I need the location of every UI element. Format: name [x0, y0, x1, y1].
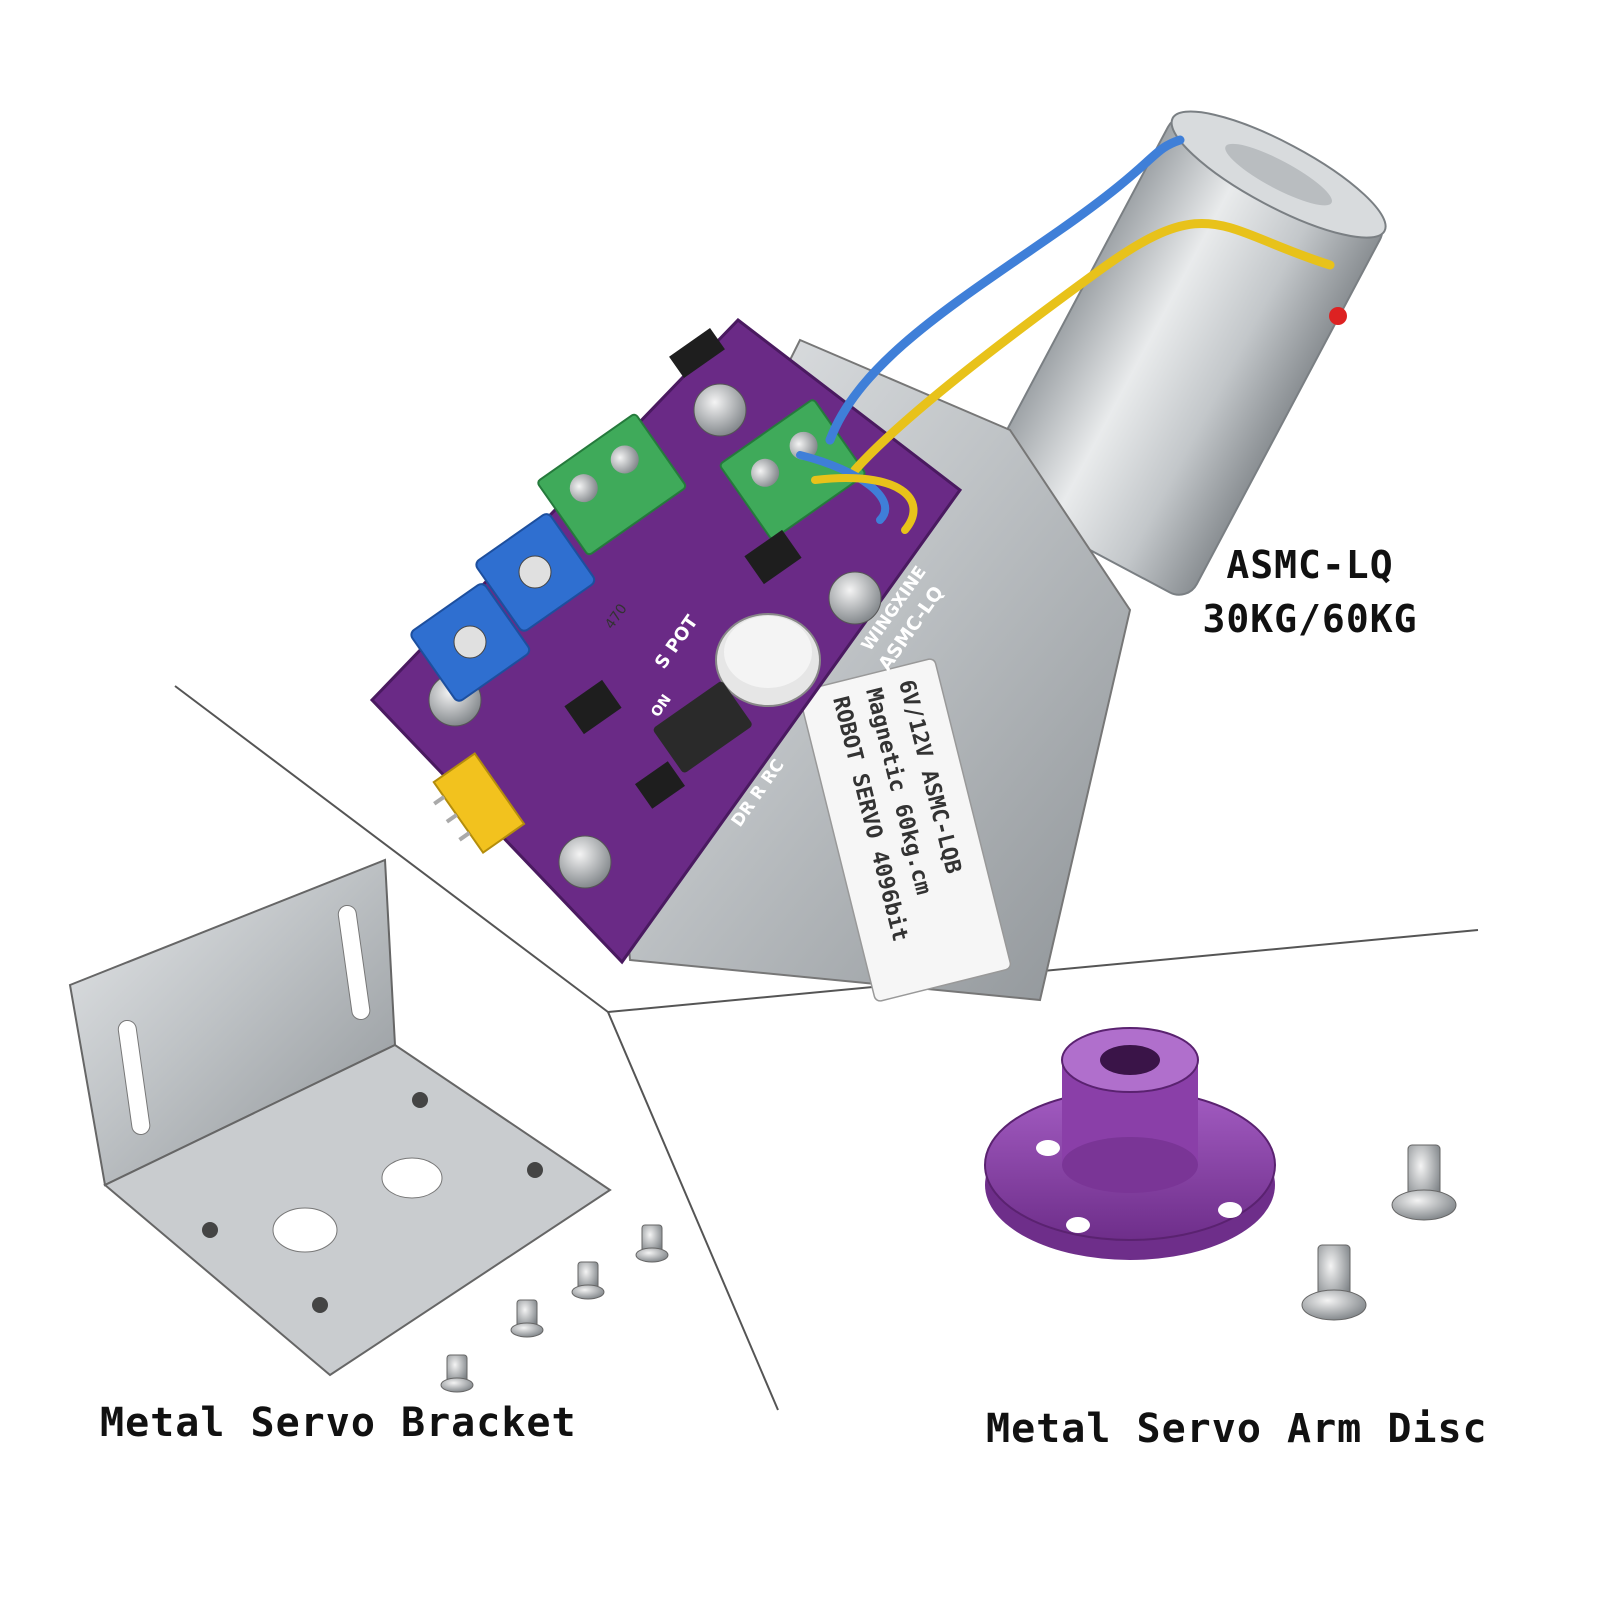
bracket-caption: Metal Servo Bracket [100, 1400, 577, 1446]
dip-switch [653, 681, 752, 773]
model-name: ASMC-LQ [1226, 543, 1394, 587]
disc-screws [1301, 1144, 1457, 1321]
motor-terminal-red [1329, 307, 1347, 325]
torque-rating: 30KG/60KG [1202, 597, 1418, 641]
motor-wires [796, 135, 1335, 534]
bracket-base [103, 1043, 612, 1377]
terminal-block-left [537, 413, 687, 556]
capacitor [715, 613, 821, 707]
servo-motor: 6V/12V ASMC-LQB Magnetic 60kg.cm ROBOT S… [369, 110, 1387, 1002]
metal-bracket [68, 858, 612, 1377]
ic-chips [564, 328, 802, 809]
set-text: SET [563, 928, 589, 957]
pin-header [432, 752, 526, 854]
disc-caption: Metal Servo Arm Disc [986, 1406, 1488, 1452]
model-label: ASMC-LQ 30KG/60KG [1150, 538, 1470, 646]
potentiometers [410, 513, 596, 702]
servo-arm-disc [984, 1027, 1276, 1260]
bracket-screws [440, 1224, 669, 1393]
